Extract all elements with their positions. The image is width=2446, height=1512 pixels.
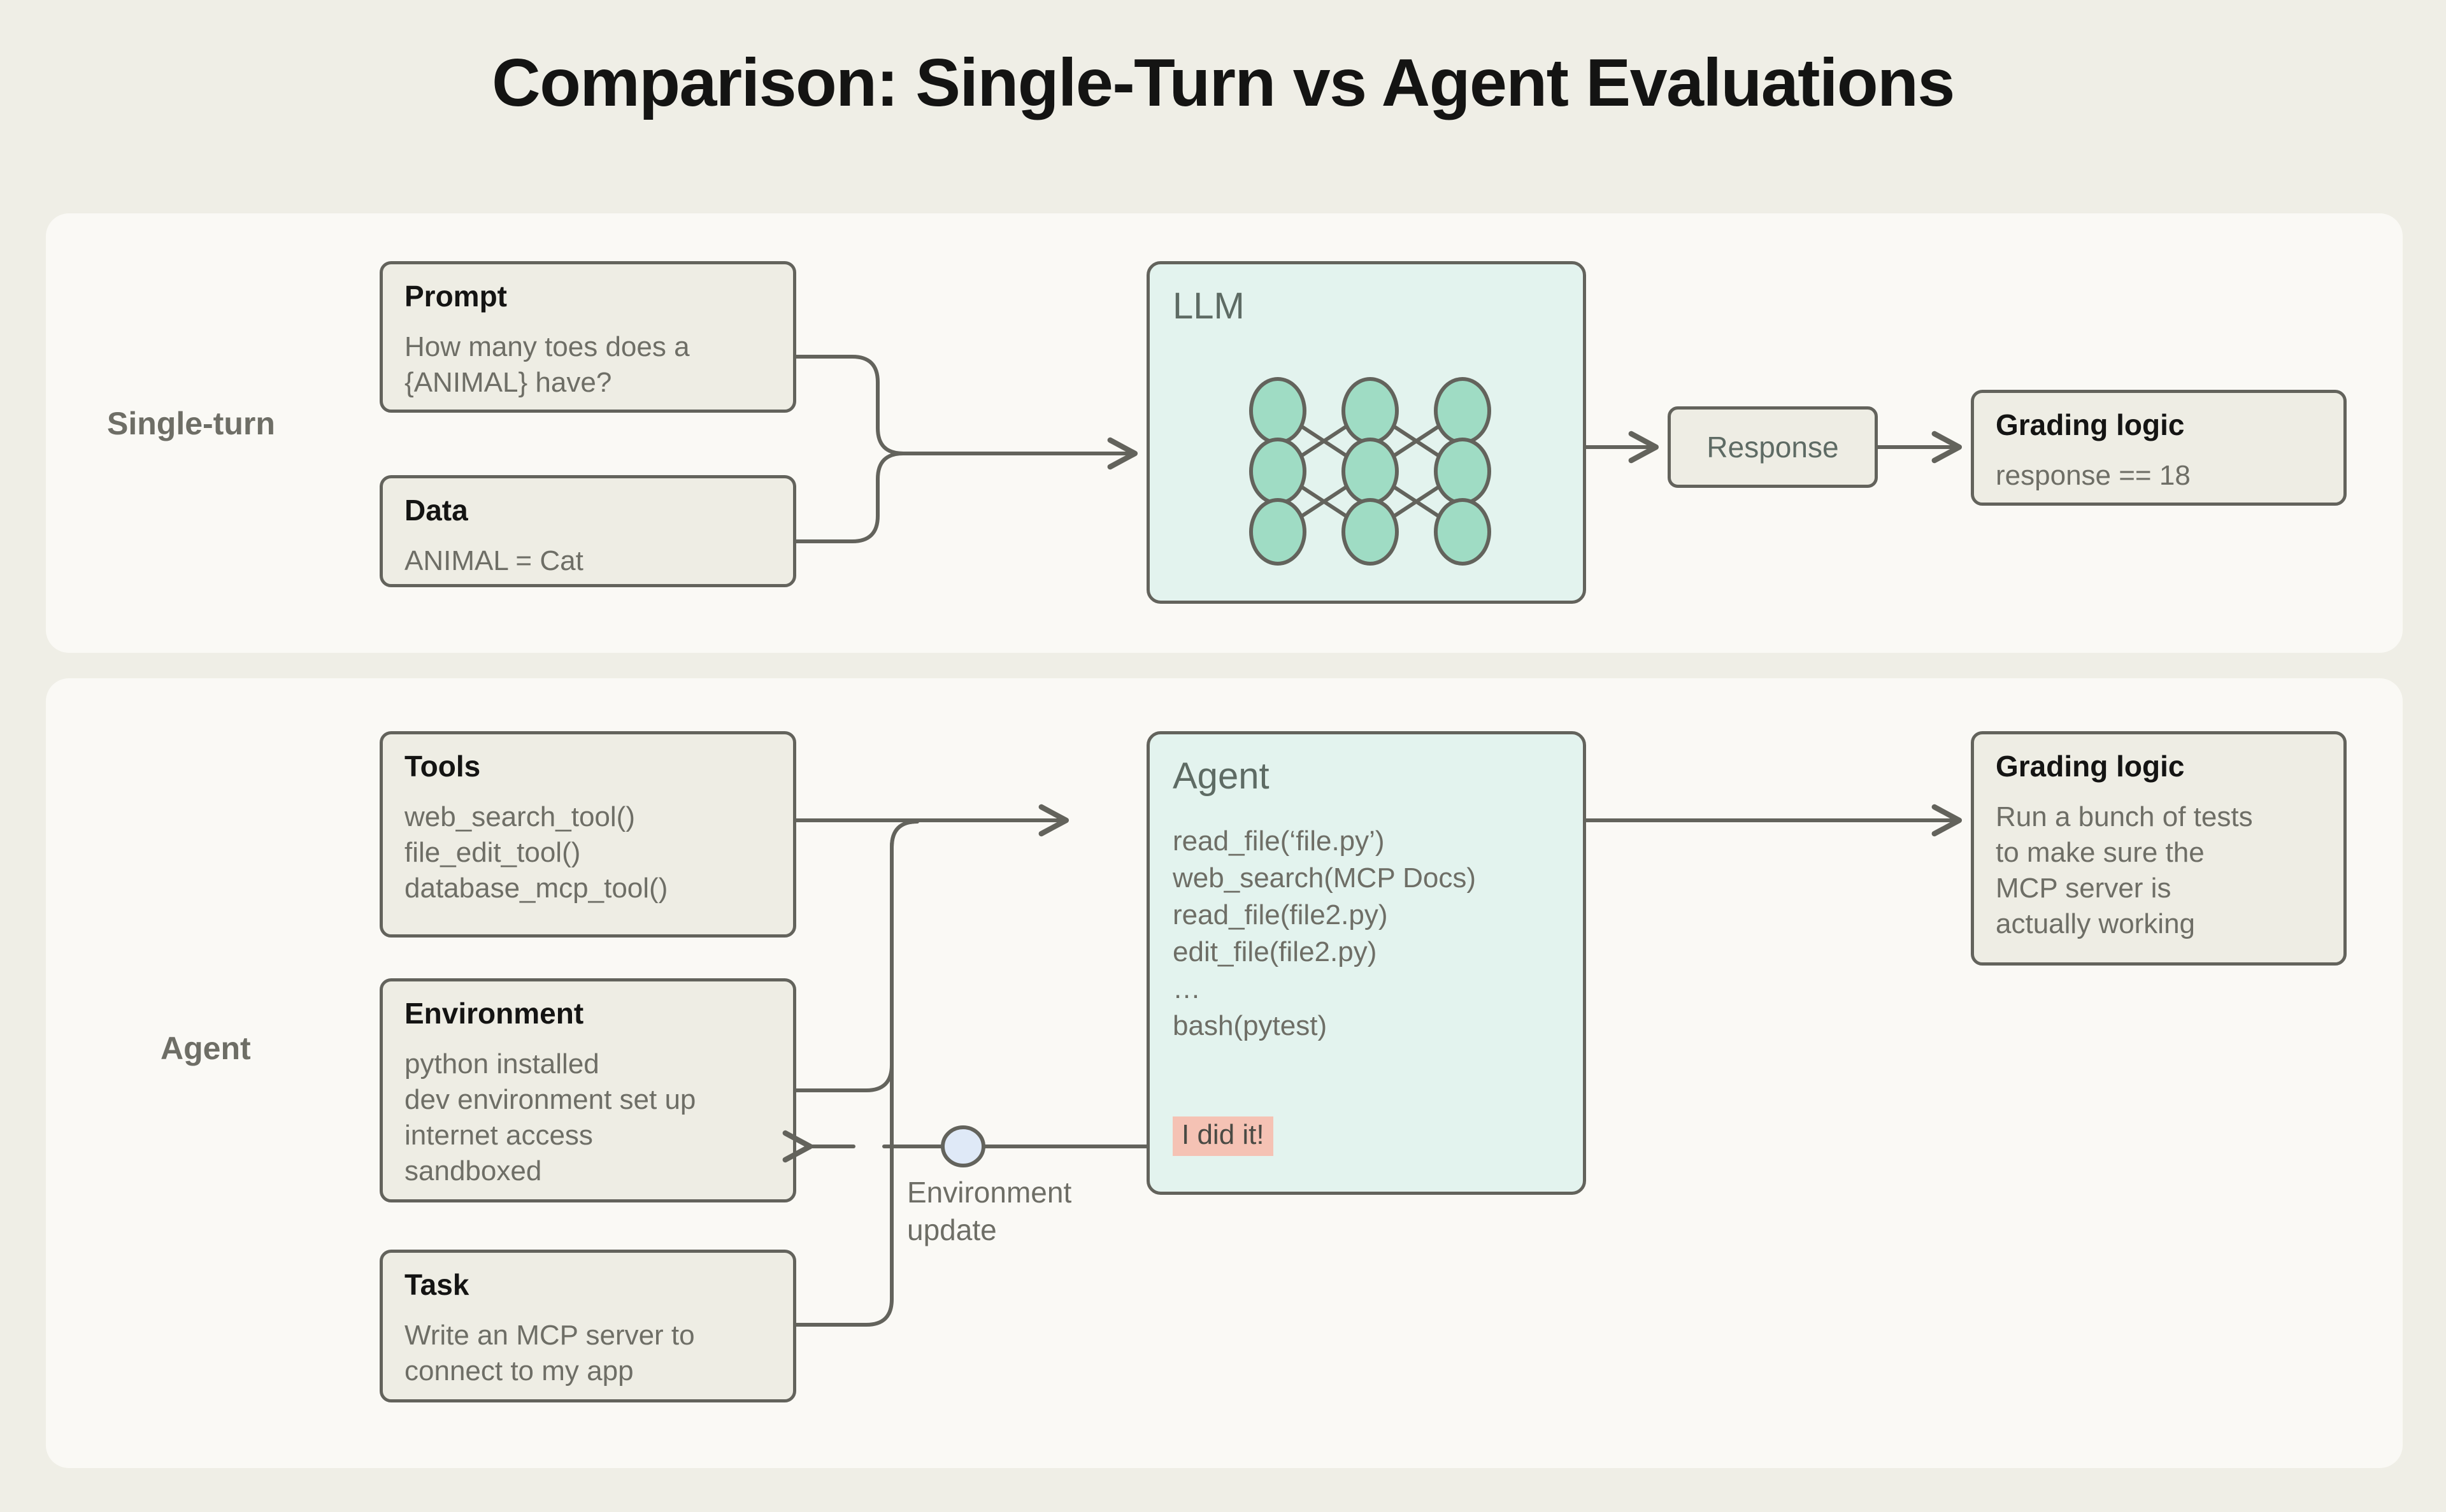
- response-box: Response: [1668, 406, 1878, 488]
- agent-tool-calls: read_file(‘file.py’) web_search(MCP Docs…: [1173, 825, 1477, 1041]
- page-title: Comparison: Single-Turn vs Agent Evaluat…: [492, 45, 1955, 120]
- tools-body: web_search_tool() file_edit_tool() datab…: [404, 801, 668, 904]
- task-title: Task: [404, 1268, 469, 1301]
- task-body: Write an MCP server to connect to my app: [404, 1319, 695, 1387]
- data-body: ANIMAL = Cat: [404, 545, 583, 576]
- agent-title: Agent: [1173, 755, 1269, 797]
- grading-logic-agent-body: Run a bunch of tests to make sure the MC…: [1996, 801, 2253, 940]
- grading-logic-single-turn-box: Grading logic response == 18: [1971, 390, 2347, 506]
- environment-body: python installed dev environment set up …: [404, 1048, 696, 1187]
- grading-logic-agent-box: Grading logic Run a bunch of tests to ma…: [1971, 731, 2347, 966]
- prompt-body: How many toes does a {ANIMAL} have?: [404, 331, 690, 398]
- llm-title: LLM: [1173, 285, 1245, 327]
- task-box: Task Write an MCP server to connect to m…: [380, 1250, 796, 1402]
- prompt-title: Prompt: [404, 280, 507, 313]
- llm-box: LLM: [1147, 261, 1586, 604]
- data-box: Data ANIMAL = Cat: [380, 475, 796, 587]
- environment-update-label: Environment update: [907, 1176, 1072, 1246]
- row-label-agent: Agent: [161, 1031, 251, 1066]
- neural-network-icon: [1249, 377, 1491, 566]
- agent-box: Agent read_file(‘file.py’) web_search(MC…: [1147, 731, 1586, 1195]
- row-label-single-turn: Single-turn: [107, 406, 275, 441]
- tools-box: Tools web_search_tool() file_edit_tool()…: [380, 731, 796, 938]
- environment-box: Environment python installed dev environ…: [380, 978, 796, 1202]
- tools-title: Tools: [404, 750, 481, 783]
- response-label: Response: [1706, 430, 1839, 464]
- grading-logic-agent-title: Grading logic: [1996, 750, 2185, 783]
- grading-logic-single-turn-title: Grading logic: [1996, 408, 2185, 441]
- data-title: Data: [404, 494, 468, 527]
- prompt-box: Prompt How many toes does a {ANIMAL} hav…: [380, 261, 796, 413]
- environment-title: Environment: [404, 997, 584, 1030]
- agent-completion-badge: I did it!: [1173, 1116, 1273, 1156]
- grading-logic-single-turn-body: response == 18: [1996, 459, 2191, 491]
